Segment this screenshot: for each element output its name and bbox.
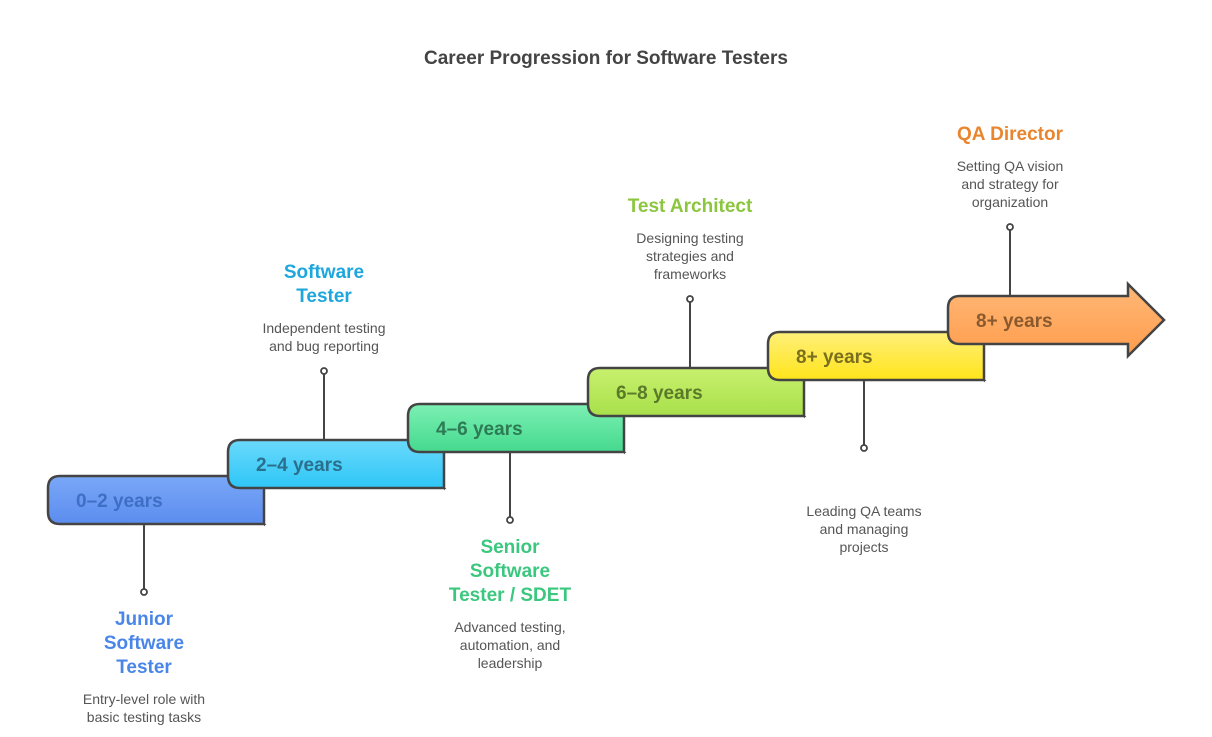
role-line: Software <box>469 561 551 582</box>
connector-dot <box>140 588 148 596</box>
description-line: Independent testing <box>262 320 386 336</box>
description-line: projects <box>839 539 889 555</box>
role-line: Junior <box>114 609 174 630</box>
description-line: and bug reporting <box>269 338 379 354</box>
connector-dot <box>1006 223 1014 231</box>
stage-role-title: QA Director <box>910 123 1110 147</box>
stage-block <box>946 280 1166 360</box>
stage-description: Advanced testing, automation, and leadersh… <box>410 618 610 672</box>
connector-dot <box>860 444 868 452</box>
stage-block <box>46 474 266 526</box>
description-line: and strategy for <box>961 176 1059 192</box>
stage-block <box>406 402 626 454</box>
description-line: Setting QA vision <box>956 158 1064 174</box>
stage-description: Entry-level role with basic testing tasks <box>44 690 244 726</box>
description-line: Entry-level role with <box>82 691 206 707</box>
description-line: Designing testing <box>636 230 744 246</box>
role-line: QA Director <box>957 124 1063 145</box>
stage-description: Independent testing and bug reporting <box>224 319 424 355</box>
description-line: organization <box>971 194 1049 210</box>
stage-years-label: 2–4 years <box>256 455 343 476</box>
description-line: leadership <box>477 655 543 671</box>
connector-dot <box>506 516 514 524</box>
description-line: frameworks <box>653 266 727 282</box>
role-line: Senior <box>480 537 540 558</box>
stage-label: Leading QA teams and managing projects <box>764 502 964 556</box>
stage-years-label: 8+ years <box>796 347 873 368</box>
stage-years-label: 6–8 years <box>616 383 703 404</box>
role-line: Tester <box>296 286 352 307</box>
stage-role-title: Test Architect <box>590 195 790 219</box>
description-line: Advanced testing, <box>454 619 566 635</box>
stage-description: Leading QA teams and managing projects <box>764 502 964 556</box>
role-line: Tester <box>116 657 172 678</box>
connector-dot <box>686 295 694 303</box>
stage-years-label: 4–6 years <box>436 419 523 440</box>
stage-block <box>766 330 986 382</box>
stage-description: Setting QA vision and strategy for organiz… <box>910 157 1110 211</box>
role-line: Tester / SDET <box>448 585 572 606</box>
stage-years-label: 8+ years <box>976 311 1053 332</box>
stage-block <box>226 438 446 490</box>
description-line: Leading QA teams <box>806 503 922 519</box>
role-line: Software <box>103 633 185 654</box>
stage-description: Designing testing strategies and framework… <box>590 229 790 283</box>
diagram-title: Career Progression for Software Testers <box>424 48 788 69</box>
connector-dot <box>320 367 328 375</box>
description-line: automation, and <box>459 637 561 653</box>
role-line: Test Architect <box>627 196 753 217</box>
stage-block <box>586 366 806 418</box>
description-line: and managing <box>819 521 909 537</box>
description-line: basic testing tasks <box>86 709 202 725</box>
role-line: Software <box>283 262 365 283</box>
stage-years-label: 0–2 years <box>76 491 163 512</box>
description-line: strategies and <box>646 248 734 264</box>
